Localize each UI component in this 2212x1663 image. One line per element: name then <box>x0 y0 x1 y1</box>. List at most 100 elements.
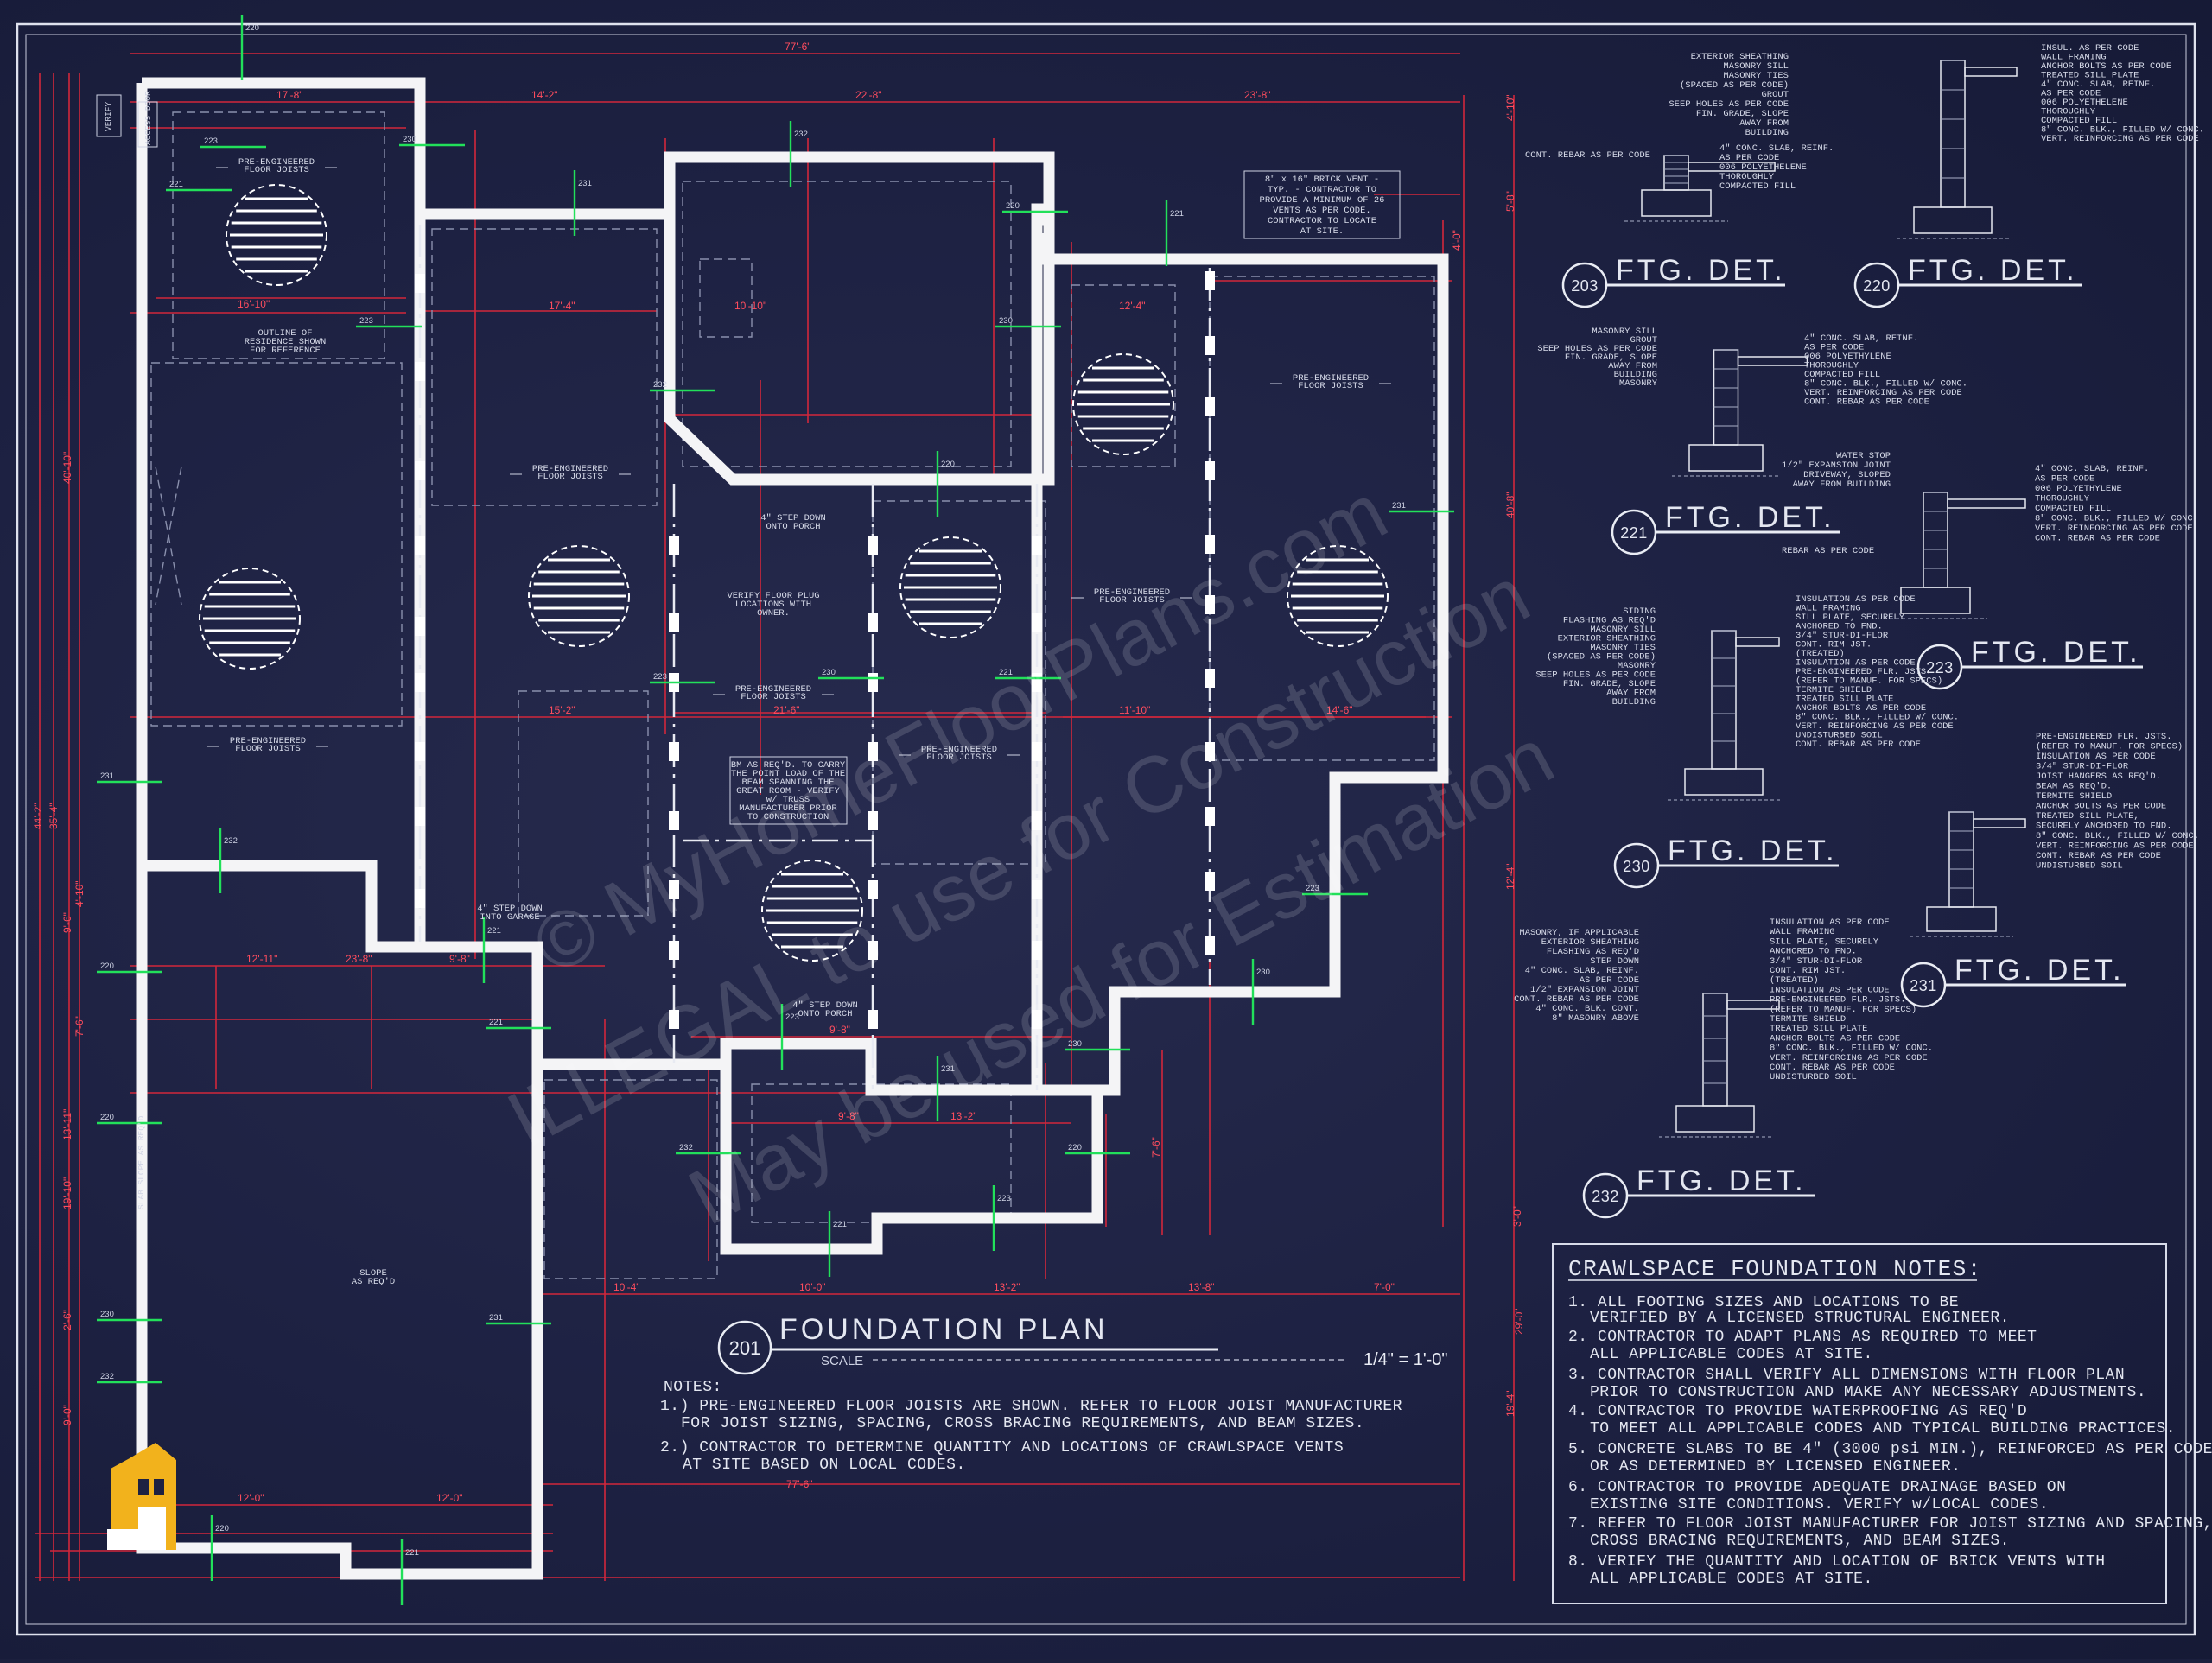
verify-label: VERIFY <box>104 101 113 131</box>
detail-callout: 1/2" EXPANSION JOINT <box>1782 460 1891 471</box>
joist-label: FLOOR JOISTS <box>1099 595 1165 606</box>
slab <box>1735 637 1780 647</box>
detail-callout: INSULATION AS PER CODE <box>1796 658 1916 669</box>
dimension-label: 11'-10" <box>1119 704 1150 716</box>
section-mark-label: 221 <box>833 1220 847 1229</box>
dimension-label: 10'-0" <box>799 1281 826 1293</box>
dimension-label: 9'-6" <box>61 912 73 933</box>
plan-label-line: BEAM SPANNING THE <box>741 778 834 788</box>
plan-label-line: TO CONSTRUCTION <box>747 812 830 822</box>
detail-callout: AS PER CODE <box>2041 89 2101 99</box>
plan-label-line: THE POINT LOAD OF THE <box>731 769 845 779</box>
plan-label-line: RESIDENCE SHOWN <box>245 337 327 347</box>
section-mark-label: 221 <box>405 1548 419 1558</box>
detail-callout: GROUT <box>1761 90 1789 100</box>
crawlspace-note-line: ALL APPLICABLE CODES AT SITE. <box>1590 1346 1873 1363</box>
pier <box>415 617 425 636</box>
detail-callout: CONT. REBAR AS PER CODE <box>1525 150 1650 161</box>
detail-callout: CONT. REBAR AS PER CODE <box>1796 739 1921 750</box>
piers <box>415 271 1215 1029</box>
footing <box>1684 768 1764 796</box>
pier <box>415 461 425 480</box>
plan-scale-value: 1/4" = 1'-0" <box>1363 1350 1448 1369</box>
detail-callout: AS PER CODE <box>1719 153 1779 163</box>
crawlspace-note-line: PRIOR TO CONSTRUCTION AND MAKE ANY NECES… <box>1590 1384 2146 1401</box>
dimension-label: 4'-10" <box>1504 94 1516 121</box>
dimension-label: 23'-8" <box>346 953 372 965</box>
detail-callout: PRE-ENGINEERED FLR. JSTS. <box>1796 667 1932 677</box>
crawlspace-note-line: CROSS BRACING REQUIREMENTS, AND BEAM SIZ… <box>1590 1533 2010 1550</box>
dimension-label: 10'-4" <box>613 1281 640 1293</box>
detail-callout: (REFER TO MANUF. FOR SPECS) <box>1770 1005 1916 1015</box>
pier <box>669 880 679 899</box>
detail-callout: AWAY FROM <box>1608 361 1657 371</box>
joist-label: FLOOR JOISTS <box>1298 381 1363 391</box>
detail-callout: MASONRY <box>1619 378 1658 389</box>
detail-callout: 006 POLYETHYLENE <box>2035 484 2122 494</box>
dimension-label: 10'-10" <box>734 300 766 312</box>
plan-title-block: 201 FOUNDATION PLAN SCALE 1/4" = 1'-0" <box>717 1313 1448 1375</box>
detail-callout: THOROUGHLY <box>2041 107 2096 117</box>
detail-callout: TREATED SILL PLATE <box>2041 71 2139 81</box>
footing <box>1913 206 1993 234</box>
detail-callout: 4" CONC. SLAB, REINF. <box>1804 333 1918 344</box>
detail-callout: WALL FRAMING <box>1770 927 1835 937</box>
detail-number: 232 <box>1592 1188 1619 1205</box>
section-mark-label: 232 <box>224 836 238 846</box>
crawlspace-note-line: ALL APPLICABLE CODES AT SITE. <box>1590 1571 1873 1588</box>
detail-number: 230 <box>1623 858 1650 875</box>
dimension-label: 16'-10" <box>238 298 270 310</box>
detail-callout: SECURELY ANCHORED TO FND. <box>2036 822 2172 832</box>
detail-callout: (TREATED) <box>1770 975 1819 986</box>
section-mark-label: 231 <box>941 1064 955 1074</box>
section-mark-label: 230 <box>1068 1039 1082 1049</box>
detail-callout: AS PER CODE <box>1804 343 1864 353</box>
detail-callout: 4" CONC. SLAB, REINF. <box>2041 79 2155 90</box>
pier <box>868 742 878 761</box>
detail-number: 223 <box>1926 659 1954 676</box>
section-mark-label: 230 <box>999 316 1013 326</box>
detail-callout: MASONRY <box>1618 661 1656 671</box>
detail-callout: VERT. REINFORCING AS PER CODE <box>2036 841 2194 852</box>
detail-callout: (SPACED AS PER CODE) <box>1547 652 1656 663</box>
detail-callout: FLASHING AS REQ'D <box>1547 947 1639 957</box>
plan-notes: NOTES: 1.) PRE-ENGINEERED FLOOR JOISTS A… <box>660 1379 1402 1474</box>
pier <box>669 742 679 761</box>
slab-slope-label: SLAB SLOPE AS REQ'D <box>137 1115 146 1209</box>
plan-label-line: VENTS AS PER CODE. <box>1273 206 1370 216</box>
detail-callout: AWAY FROM BUILDING <box>1793 479 1891 490</box>
beam-note-box <box>729 756 848 825</box>
plan-note-line: 2.) CONTRACTOR TO DETERMINE QUANTITY AND… <box>660 1439 1344 1457</box>
plan-label-line: TYP. - CONTRACTOR TO <box>1268 185 1376 195</box>
detail-title: FTG. DET. <box>1616 254 1786 287</box>
crawlspace-note-line: 1. ALL FOOTING SIZES AND LOCATIONS TO BE <box>1568 1294 1959 1311</box>
detail-callout: (TREATED) <box>1796 649 1845 659</box>
detail-callout: COMPACTED FILL <box>2035 504 2111 514</box>
section-mark-label: 220 <box>100 962 114 971</box>
joist-label: PRE-ENGINEERED <box>1094 587 1170 598</box>
detail-callout: UNDISTURBED SOIL <box>1770 1072 1857 1082</box>
plan-label-line: CONTRACTOR TO LOCATE <box>1268 216 1376 226</box>
detail-callout: UNDISTURBED SOIL <box>1796 731 1883 741</box>
section-mark-label: 230 <box>403 135 416 144</box>
footing <box>1688 444 1764 472</box>
plan-number-circle <box>717 1320 772 1375</box>
joist-label: PRE-ENGINEERED <box>238 157 315 168</box>
dimension-label: 21'-6" <box>773 704 800 716</box>
joist-circle <box>1287 545 1389 647</box>
detail-callout: VERT. REINFORCING AS PER CODE <box>2035 524 2193 534</box>
section-mark-label: 221 <box>169 180 183 189</box>
crawlspace-note-line: 5. CONCRETE SLABS TO BE 4" (3000 psi MIN… <box>1568 1441 2212 1458</box>
plan-label-line: 4" STEP DOWN <box>477 904 543 914</box>
plan-label-line: 4" STEP DOWN <box>760 513 826 524</box>
detail-callout: VERT. REINFORCING AS PER CODE <box>1804 388 1962 398</box>
detail-callout: SEEP HOLES AS PER CODE <box>1535 670 1656 681</box>
detail-callout: CONT. REBAR AS PER CODE <box>1770 1063 1895 1073</box>
pier <box>415 807 425 826</box>
detail-callout: ANCHOR BOLTS AS PER CODE <box>2036 802 2166 812</box>
section-mark-label: 232 <box>679 1143 693 1152</box>
joist-label: FLOOR JOISTS <box>926 752 992 763</box>
section-mark-label: 221 <box>489 1018 503 1027</box>
pier <box>1205 936 1215 955</box>
